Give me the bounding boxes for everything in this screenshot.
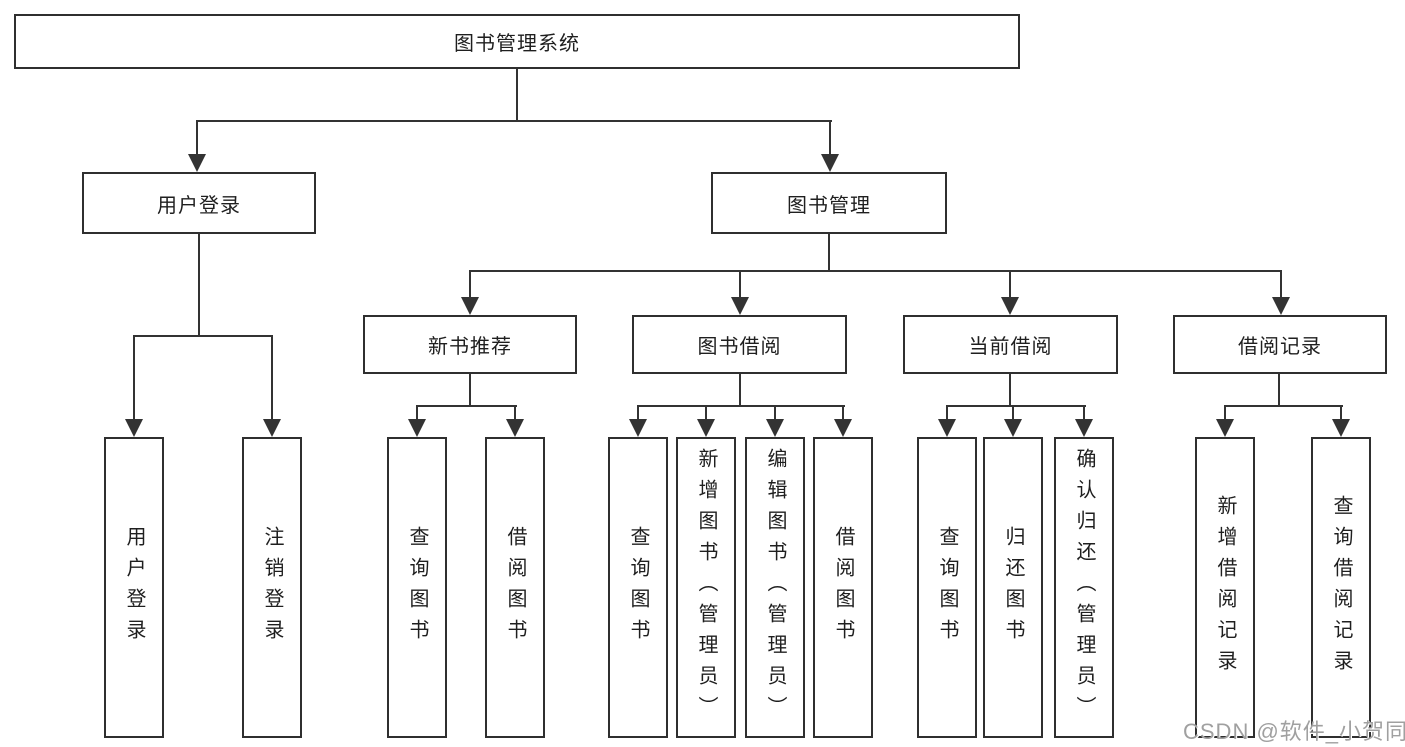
connector-drop-new-book (469, 270, 471, 298)
connector-user-login-trunk (198, 233, 200, 337)
connector-drop-book-borrowing (739, 270, 741, 298)
connector-drop-leaf (1340, 405, 1342, 421)
connector-drop-logout-leaf (271, 335, 273, 420)
arrow-down-icon (188, 154, 206, 172)
arrow-down-icon (1075, 419, 1093, 437)
node-label: 查询图书 (406, 525, 428, 650)
node-user-login: 用户登录 (82, 172, 316, 234)
connector-root-trunk (516, 68, 518, 122)
arrow-down-icon (629, 419, 647, 437)
node-label: 编辑图书（管理员） (764, 448, 786, 727)
arrow-down-icon (1004, 419, 1022, 437)
node-label: 借阅记录 (1238, 336, 1322, 358)
connector-drop-login-leaf (133, 335, 135, 420)
connector-drop-leaf (774, 405, 776, 421)
node-label: 用户登录 (157, 194, 241, 217)
node-label: 查询借阅记录 (1330, 494, 1352, 681)
node-label: 借阅图书 (832, 525, 854, 650)
connector-new-book-trunk (469, 373, 471, 406)
node-current-borrowing: 当前借阅 (903, 315, 1118, 374)
connector-book-management-trunk (828, 233, 830, 272)
arrow-down-icon (834, 419, 852, 437)
connector-drop-leaf (1083, 405, 1085, 421)
arrow-down-icon (1001, 297, 1019, 315)
node-library-management-system: 图书管理系统 (14, 14, 1020, 69)
connector-book-borrowing-trunk (739, 373, 741, 406)
node-label: 新增图书（管理员） (695, 448, 717, 727)
arrow-down-icon (461, 297, 479, 315)
arrow-down-icon (697, 419, 715, 437)
node-confirm-return-admin: 确认归还（管理员） (1054, 437, 1114, 738)
node-label: 图书管理系统 (454, 33, 580, 55)
node-user-login-leaf: 用户登录 (104, 437, 164, 738)
connector-drop-leaf (514, 405, 516, 421)
node-edit-books-admin: 编辑图书（管理员） (745, 437, 805, 738)
node-borrow-books-recommend: 借阅图书 (485, 437, 545, 738)
connector-drop-leaf (842, 405, 844, 421)
node-label: 查询图书 (627, 525, 649, 650)
node-label: 借阅图书 (504, 525, 526, 650)
arrow-down-icon (506, 419, 524, 437)
node-label: 确认归还（管理员） (1073, 448, 1095, 727)
arrow-down-icon (821, 154, 839, 172)
connector-book-borrowing-rail (637, 405, 845, 407)
arrow-down-icon (1272, 297, 1290, 315)
node-borrowing-records: 借阅记录 (1173, 315, 1387, 374)
node-logout: 注销登录 (242, 437, 302, 738)
arrow-down-icon (1216, 419, 1234, 437)
arrow-down-icon (408, 419, 426, 437)
node-label: 查询图书 (936, 525, 958, 650)
node-query-books-borrowing: 查询图书 (608, 437, 668, 738)
node-label: 图书借阅 (697, 336, 782, 358)
connector-drop-user-login (196, 120, 198, 155)
connector-current-borrowing-rail (946, 405, 1086, 407)
node-label: 用户登录 (123, 525, 145, 650)
node-book-borrowing: 图书借阅 (632, 315, 847, 374)
connector-user-login-rail (133, 335, 273, 337)
node-book-management: 图书管理 (711, 172, 947, 234)
connector-borrowing-records-trunk (1278, 373, 1280, 406)
connector-drop-borrowing-records (1280, 270, 1282, 298)
node-add-books-admin: 新增图书（管理员） (676, 437, 736, 738)
node-label: 注销登录 (261, 525, 283, 650)
node-add-borrowing-record: 新增借阅记录 (1195, 437, 1255, 738)
arrow-down-icon (263, 419, 281, 437)
connector-current-borrowing-trunk (1009, 373, 1011, 406)
connector-drop-leaf (416, 405, 418, 421)
arrow-down-icon (125, 419, 143, 437)
connector-drop-book-management (829, 120, 831, 155)
connector-borrowing-records-rail (1224, 405, 1343, 407)
node-new-book-recommendation: 新书推荐 (363, 315, 577, 374)
node-label: 新增借阅记录 (1214, 494, 1236, 681)
connector-drop-leaf (946, 405, 948, 421)
node-label: 归还图书 (1002, 525, 1024, 650)
connector-level2-rail (196, 120, 832, 122)
csdn-watermark: CSDN @软件_小贺同学 (1183, 719, 1405, 744)
node-borrow-books-borrowing: 借阅图书 (813, 437, 873, 738)
node-return-books: 归还图书 (983, 437, 1043, 738)
arrow-down-icon (766, 419, 784, 437)
connector-new-book-rail (416, 405, 517, 407)
arrow-down-icon (731, 297, 749, 315)
node-label: 图书管理 (787, 194, 871, 217)
node-query-books-recommend: 查询图书 (387, 437, 447, 738)
node-label: 新书推荐 (428, 336, 512, 358)
connector-level3-rail (469, 270, 1282, 272)
arrow-down-icon (1332, 419, 1350, 437)
node-label: 当前借阅 (968, 336, 1053, 358)
connector-drop-leaf (1224, 405, 1226, 421)
node-query-books-current: 查询图书 (917, 437, 977, 738)
node-query-borrowing-record: 查询借阅记录 (1311, 437, 1371, 738)
arrow-down-icon (938, 419, 956, 437)
connector-drop-current-borrowing (1009, 270, 1011, 298)
connector-drop-leaf (637, 405, 639, 421)
connector-drop-leaf (1012, 405, 1014, 421)
connector-drop-leaf (705, 405, 707, 421)
